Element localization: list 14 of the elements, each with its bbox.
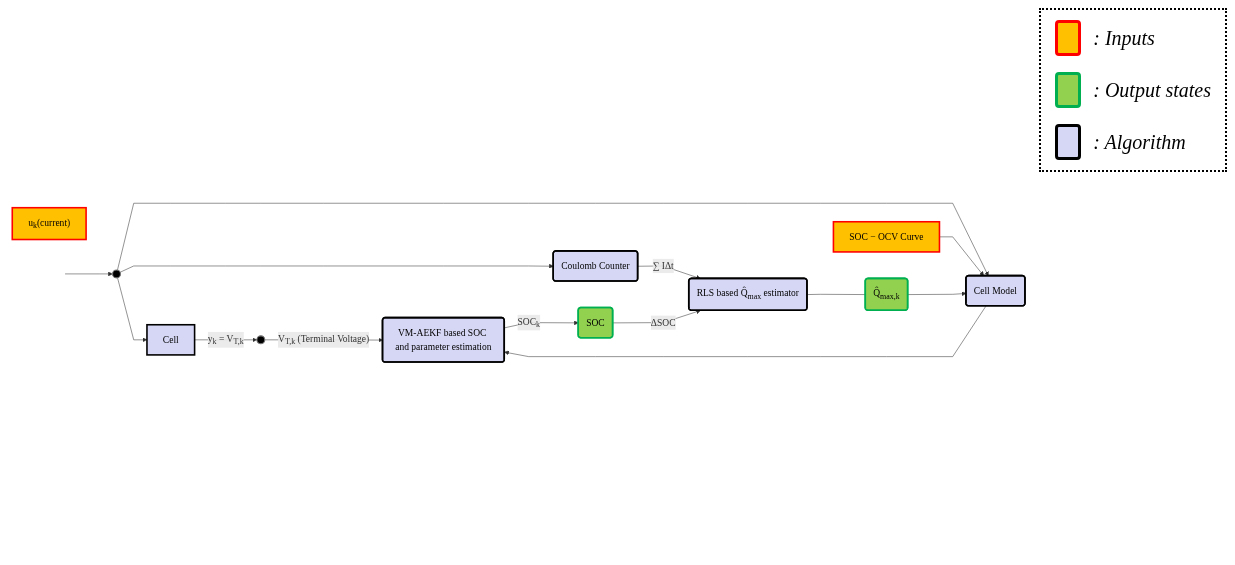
node-box: u$_{k}$(current)	[11, 206, 87, 241]
edge-label: ∑ IΔt	[652, 260, 674, 271]
connector	[806, 293, 866, 295]
legend-label: : Inputs	[1093, 26, 1155, 50]
node-box: SOC − OCV Curve	[832, 220, 941, 253]
legend-label: : Output states	[1093, 78, 1211, 102]
node-box: Cell	[146, 323, 196, 356]
edge-label: SOC$_{k}$	[517, 316, 540, 329]
edge-label: ΔSOC	[650, 316, 676, 328]
node-circle	[112, 269, 122, 279]
edge-label: V$_{T,k}$ (Terminal Voltage)	[278, 333, 370, 346]
edge-label: y$_{k}$ = V$_{T,k}$	[207, 333, 244, 346]
node-circle	[256, 335, 266, 345]
legend-label: : Algorithm	[1093, 130, 1186, 154]
